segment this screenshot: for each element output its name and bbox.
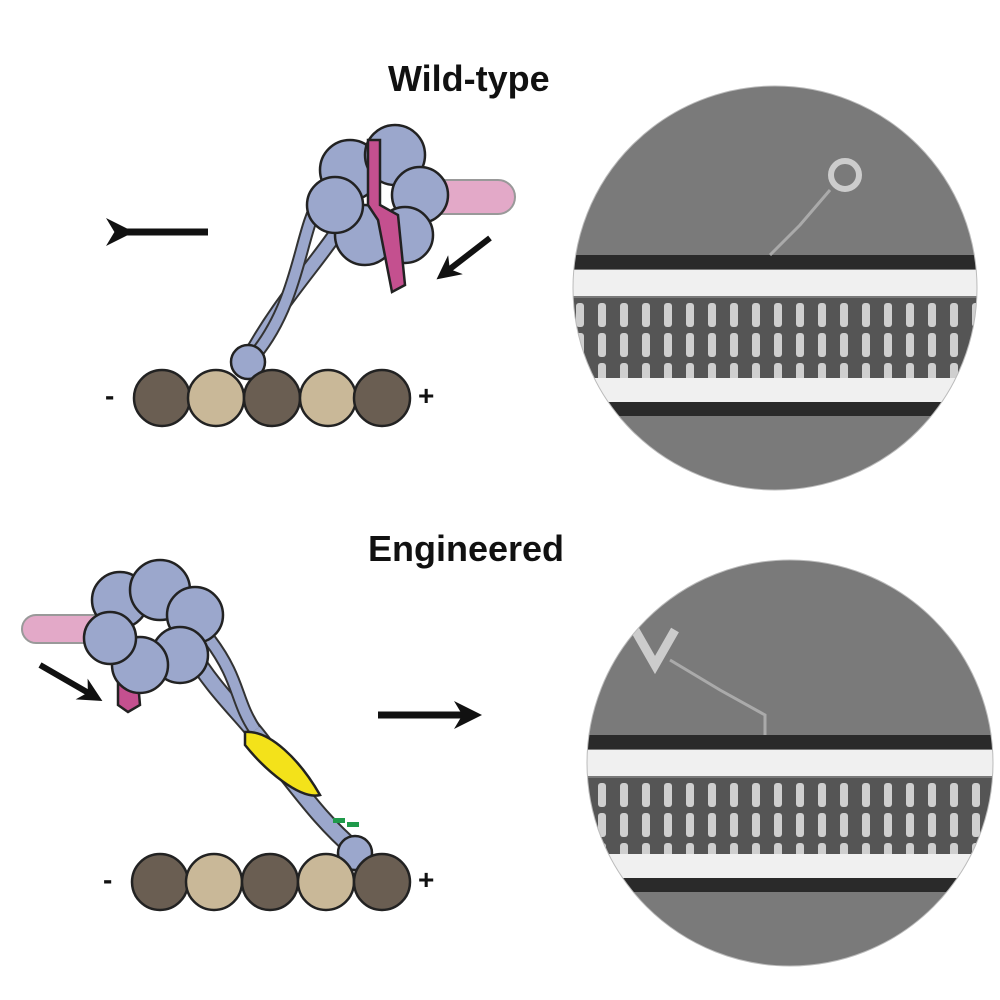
- engineered-dynein-schematic: [21, 558, 482, 912]
- marker: [347, 822, 359, 827]
- wildtype-dynein-schematic: [106, 123, 516, 428]
- microtubule-top: [132, 368, 412, 428]
- pointer-arrow-icon: [436, 235, 492, 280]
- pointer-arrow-icon: [38, 662, 103, 701]
- minus-end-label: -: [105, 380, 115, 411]
- microtubule-bottom: [130, 852, 412, 912]
- stalk: [366, 138, 407, 294]
- wildtype-em-image: [573, 86, 977, 490]
- plus-end-label: +: [418, 864, 435, 895]
- engineered-em-image: [587, 560, 993, 966]
- linker-insert: [243, 730, 322, 797]
- binding-head: [229, 343, 267, 381]
- engineered-title: Engineered: [368, 528, 565, 569]
- plus-end-label: +: [418, 380, 435, 411]
- wildtype-title: Wild-type: [388, 58, 550, 99]
- motor-ring: [82, 558, 225, 695]
- minus-end-label: -: [103, 864, 113, 895]
- marker: [333, 818, 345, 823]
